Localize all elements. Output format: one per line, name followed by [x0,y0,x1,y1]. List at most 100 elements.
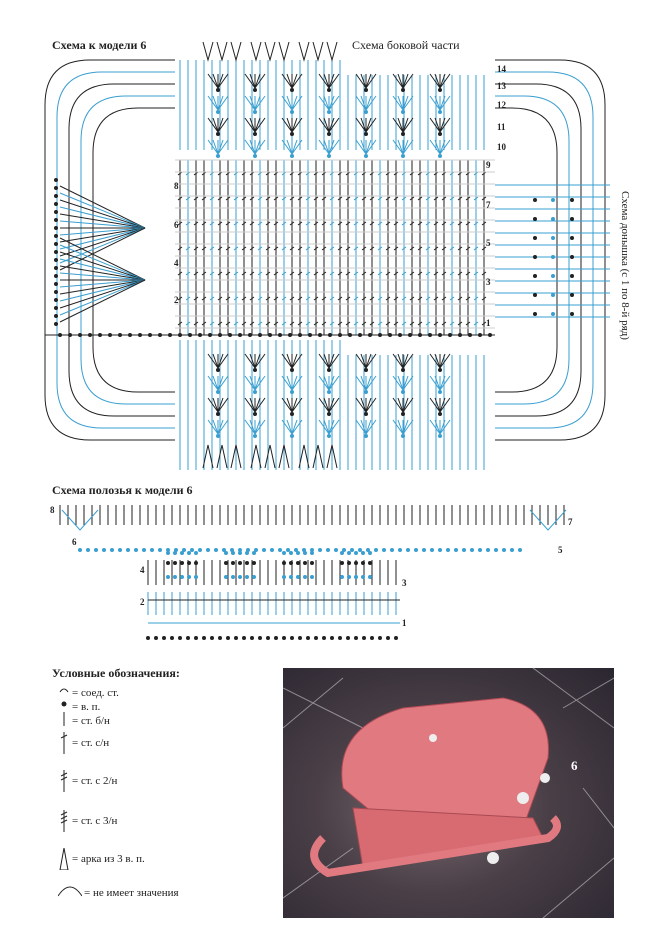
chain-dot [364,368,368,372]
stitch-tick [273,196,279,201]
fan-stitch [429,95,441,111]
fan-stitch [212,117,219,133]
chain-dot [322,636,326,640]
left-fan-stitch [59,206,146,229]
chain-dot [282,575,286,579]
fan-stitch [323,139,330,155]
chain-dot [252,575,256,579]
stitch-tick [297,246,303,251]
fan-stitch [323,375,330,391]
arch-stitch [278,444,290,469]
chain-dot [570,312,574,316]
stitch-tick [233,246,239,251]
arch-stitch [326,444,338,469]
chain-dot [54,194,58,198]
chain-dot [390,548,394,552]
chain-dot [54,274,58,278]
chain-dot [187,551,191,555]
chain-dot [253,412,257,416]
fan-stitch [439,73,446,89]
chain-dot [303,575,307,579]
stitch-tick [417,246,423,251]
arch-stitch [250,444,262,469]
left-fan-stitch [59,279,146,288]
fan-stitch [328,139,335,155]
fan-stitch [365,419,372,435]
fan-stitch [318,73,330,89]
stitch-tick [353,246,359,251]
stitch-tick [393,296,399,301]
stitch-tick [225,196,231,201]
chain-dot [551,198,555,202]
chain-dot [182,548,186,552]
chain-dot [54,306,58,310]
chain-dot [54,234,58,238]
stitch-tick [273,246,279,251]
fan-stitch [244,73,256,89]
chain-dot [266,636,270,640]
fan-stitch [365,139,372,155]
stitch-tick [321,196,327,201]
border-round-right [495,95,570,405]
stitch-tick [305,246,311,251]
fan-stitch [212,419,219,435]
chain-dot [327,132,331,136]
chain-dot [187,561,191,565]
fan-stitch [439,139,451,155]
chain-dot [310,561,314,565]
fan-stitch [392,375,404,391]
chain-dot [401,88,405,92]
fan-stitch [360,95,367,111]
fan-stitch [402,353,409,369]
chain-dot [253,110,257,114]
chain-dot [278,333,282,337]
stitch-tick [353,221,359,226]
stitch-tick [481,321,487,326]
fan-stitch [207,95,219,111]
fan-stitch [244,353,256,369]
fan-stitch [402,117,414,133]
stitch-tick [193,221,199,226]
row-number: 6 [174,220,179,230]
chain-dot [296,551,300,555]
chain-dot [354,575,358,579]
stitch-tick [345,246,351,251]
fan-stitch [254,375,261,391]
chain-dot [173,551,177,555]
chain-dot [361,551,365,555]
stitch-tick [473,296,479,301]
chain-dot [470,548,474,552]
chain-dot [401,412,405,416]
fan-stitch [429,353,441,369]
fan-stitch [244,95,256,111]
stitch-tick [353,296,359,301]
stitch-tick [241,246,247,251]
stitch-tick [337,271,343,276]
fan-stitch [328,95,335,111]
stitch-tick [361,221,367,226]
fan-stitch [217,139,229,155]
fan-stitch [328,375,335,391]
chain-dot [438,154,442,158]
chain-dot [338,333,342,337]
stitch-tick [409,271,415,276]
fan-stitch [439,375,446,391]
fan-stitch [439,419,446,435]
stitch-tick [369,296,375,301]
stitch-tick [457,246,463,251]
stitch-tick [185,321,191,326]
row-number: 12 [497,100,507,110]
runner-chart-title: Схема полозья к модели 6 [52,483,193,497]
chain-dot [458,333,462,337]
chain-dot [401,154,405,158]
stitch-tick [465,196,471,201]
stitch-tick [353,196,359,201]
stitch-tick [201,321,207,326]
chain-dot [303,561,307,565]
fan-stitch [291,353,298,369]
chain-dot [126,548,130,552]
stitch-tick [265,296,271,301]
fan-stitch [281,353,293,369]
chain-dot [364,88,368,92]
